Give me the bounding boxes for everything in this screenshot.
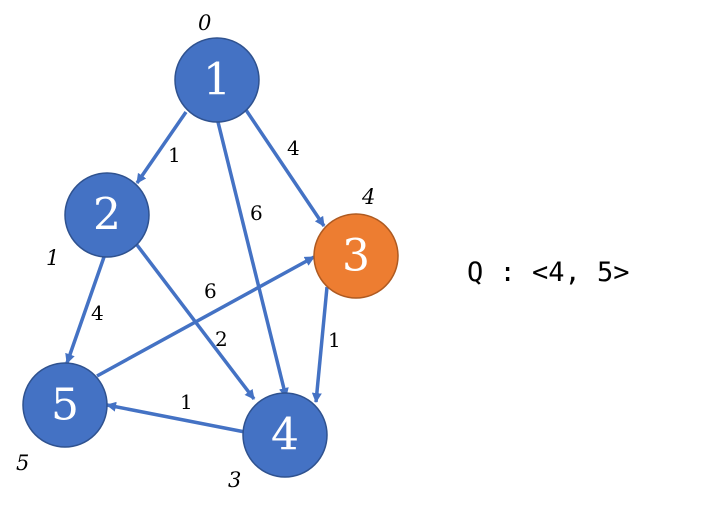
graph-node-3[interactable]: 3 (313, 213, 399, 299)
graph-node-2-label: 2 (93, 190, 121, 241)
graph-node-3-circle[interactable] (313, 213, 399, 299)
edge-weight-1-3: 4 (287, 136, 300, 160)
nodes-group: 1 2 3 4 5 (22, 37, 399, 478)
edge-2-5 (65, 256, 106, 364)
graph-node-2-circle[interactable] (64, 172, 150, 258)
queue-label: Q : <4, 5> (467, 257, 630, 288)
edges-group (65, 109, 329, 434)
graph-node-4-label: 4 (271, 410, 299, 461)
edge-4-5 (106, 401, 246, 434)
edge-1-3 (244, 109, 326, 227)
edge-weight-1-2: 1 (168, 143, 181, 167)
graph-node-5-circle[interactable] (22, 362, 108, 448)
graph-node-1[interactable]: 1 (174, 37, 260, 123)
edge-1-2 (135, 111, 188, 184)
graph-node-2[interactable]: 2 (64, 172, 150, 258)
distance-label-node-3: 4 (361, 185, 375, 209)
distance-labels-group: 0 1 4 3 5 (16, 11, 375, 492)
graph-node-1-label: 1 (203, 55, 231, 106)
distance-label-node-5: 5 (16, 451, 29, 475)
graph-node-3-label: 3 (342, 231, 370, 282)
graph-node-4[interactable]: 4 (242, 392, 328, 478)
edge-1-4 (216, 121, 289, 398)
edge-3-4 (311, 286, 329, 403)
graph-node-5-label: 5 (51, 380, 79, 431)
edge-weight-3-4: 1 (328, 328, 341, 352)
edge-weights-group: 1 4 6 4 2 6 1 1 (91, 136, 341, 414)
distance-label-node-4: 3 (228, 468, 241, 492)
graph-node-4-circle[interactable] (242, 392, 328, 478)
graph-node-1-circle[interactable] (174, 37, 260, 123)
graph-node-5[interactable]: 5 (22, 362, 108, 448)
edge-weight-1-4: 6 (250, 201, 263, 225)
edge-weight-4-5: 1 (180, 390, 193, 414)
distance-label-node-1: 0 (198, 11, 211, 35)
edge-weight-2-5: 4 (91, 301, 104, 325)
edge-weight-2-4: 2 (215, 327, 228, 351)
distance-label-node-2: 1 (46, 246, 59, 270)
edge-5-3 (96, 255, 315, 378)
edge-weight-5-3: 6 (204, 279, 217, 303)
